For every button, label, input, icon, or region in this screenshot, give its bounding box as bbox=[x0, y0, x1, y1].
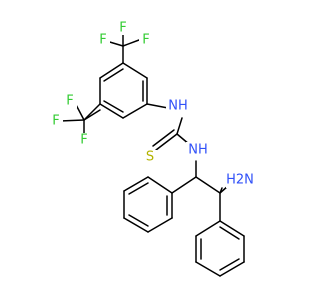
phenyl-ring-left bbox=[123, 176, 173, 233]
bond bbox=[219, 226, 240, 240]
amine-label: H2N bbox=[226, 173, 254, 188]
bond bbox=[103, 100, 124, 113]
bond bbox=[128, 182, 149, 195]
bond bbox=[99, 62, 124, 79]
bond bbox=[219, 220, 245, 237]
bond bbox=[195, 176, 221, 194]
molecule-canvas: F F F F F F NH S NH H2N bbox=[49, 20, 256, 277]
phenyl-ring-right bbox=[195, 220, 245, 277]
bond bbox=[147, 217, 173, 233]
fluorine-label: F bbox=[142, 33, 149, 48]
thiourea-linkage bbox=[146, 103, 197, 178]
bond bbox=[219, 258, 240, 271]
bond bbox=[122, 62, 148, 79]
sulfur-label: S bbox=[146, 150, 154, 165]
bond bbox=[123, 217, 149, 233]
bond bbox=[122, 39, 140, 47]
bond bbox=[128, 214, 149, 227]
bond bbox=[155, 133, 178, 151]
fluorine-label: F bbox=[66, 94, 73, 109]
bond bbox=[195, 261, 221, 277]
bond bbox=[219, 261, 245, 277]
bond bbox=[171, 176, 197, 194]
bond bbox=[152, 129, 175, 147]
bond bbox=[195, 220, 221, 237]
bond bbox=[123, 176, 149, 192]
thiourea-nh-label: NH bbox=[188, 143, 208, 158]
fluorine-label: F bbox=[119, 21, 126, 36]
fluorine-label: F bbox=[80, 133, 87, 148]
molecule-structure: F F F F F F NH S NH H2N bbox=[49, 20, 256, 277]
thiourea-nh-label: NH bbox=[168, 99, 188, 114]
bond bbox=[99, 103, 124, 119]
fluorine-label: F bbox=[52, 114, 59, 129]
bond bbox=[122, 103, 148, 119]
bond bbox=[59, 119, 85, 122]
bond bbox=[103, 68, 124, 82]
bond bbox=[146, 103, 169, 109]
bond bbox=[147, 176, 173, 194]
diamine-backbone bbox=[171, 176, 229, 222]
fluorine-label: F bbox=[99, 33, 106, 48]
atom-labels: F F F F F F NH S NH H2N bbox=[49, 21, 256, 188]
bond bbox=[83, 103, 101, 121]
bond bbox=[176, 117, 183, 135]
bis-trifluoromethylphenyl-ring bbox=[83, 62, 148, 121]
